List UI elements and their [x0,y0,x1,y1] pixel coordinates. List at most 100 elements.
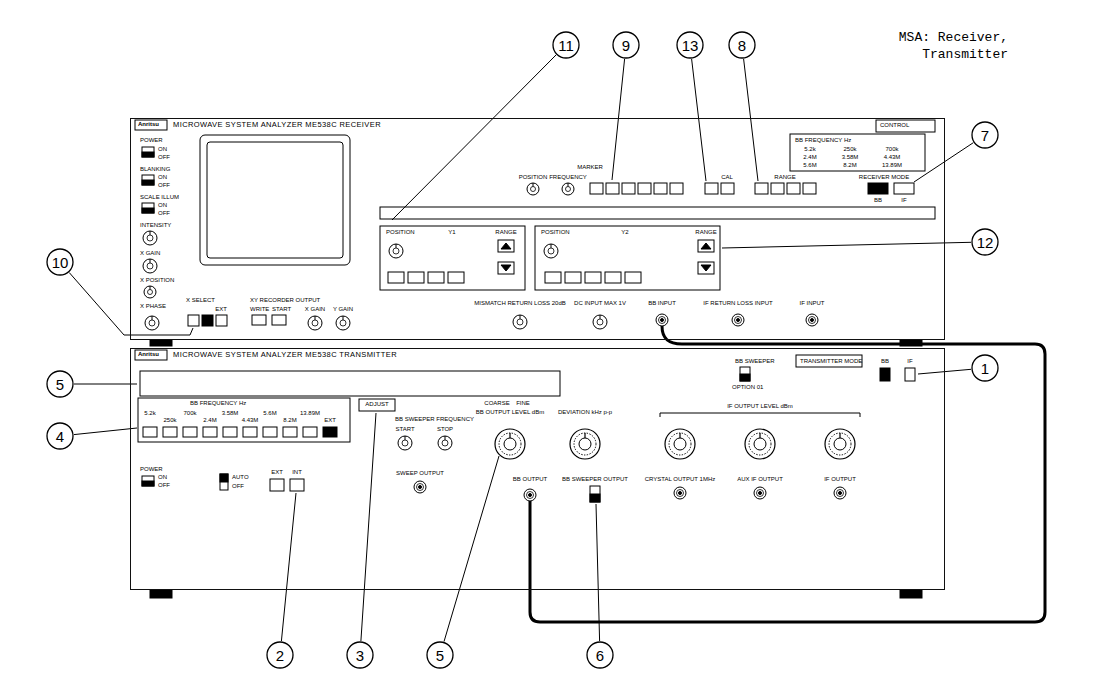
panel-label: IF INPUT [800,300,825,307]
panel-label: STOP [437,426,453,433]
mode-box [796,355,862,367]
panel-label: OFF [158,482,170,489]
figure-note: MSA: Receiver, Transmitter [890,30,1008,64]
panel-label: IF OUTPUT LEVEL dBm [727,403,793,410]
push-button [408,272,424,283]
connector [414,481,426,493]
leader-lines [69,55,973,642]
connector [806,314,818,326]
leader-line [722,242,971,248]
panel-label: 2.4M [203,417,216,424]
knob [143,231,157,245]
callout-number: 5 [426,641,454,669]
callout-number: 11 [552,31,580,59]
toggle-switch [220,474,228,482]
push-button [585,272,601,283]
callout-number: 1 [981,361,989,376]
panel-label: OFF [158,182,170,189]
knob [308,316,322,330]
panel-label: ADJUST [365,401,388,408]
panel-label: 2.4M [803,154,816,161]
panel-label: 13.89M [300,410,320,417]
push-button [203,427,217,437]
panel-label: 4.43M [884,154,901,161]
panel-label: X SELECT [186,297,215,304]
push-button [755,183,768,194]
knob [527,183,539,195]
panel-label: WRITE [250,306,269,313]
panel-label: EXT [271,469,283,476]
brand-name: Anritsu [138,121,159,128]
crt-graticule [207,142,343,258]
y2-section [535,226,720,290]
panel-label: RANGE [495,229,516,236]
connector [754,487,766,499]
cable [530,326,1045,622]
large-knob [495,429,525,459]
callout-number: 7 [971,121,999,149]
callout-number: 5 [46,370,74,398]
knob [438,436,452,450]
push-button [565,272,581,283]
panel-label: RANGE [695,229,716,236]
panel-label: IF [907,358,912,365]
panel-label: 3.58M [222,410,239,417]
panel-label: X GAIN [140,250,160,257]
push-button [605,272,621,283]
toggle-switch [740,374,750,381]
knob [143,259,157,273]
panel-label: RECEIVER MODE [859,174,909,181]
panel-label: DC INPUT MAX 1V [574,300,626,307]
callout-number: 6 [596,648,604,663]
panel-label: BB [874,197,882,204]
panel-label: AUTO [232,474,249,481]
knob [398,436,412,450]
leader-line [74,428,137,435]
panel-label: IF [901,197,906,204]
callout-number: 9 [622,38,630,53]
push-button [654,183,667,194]
knob [544,244,558,258]
push-button [223,427,237,437]
panel-label: POSITION [386,229,415,236]
toggle-switch [142,481,154,486]
push-button [428,272,444,283]
callout-circle [47,423,73,449]
panel-label: START [395,426,414,433]
panel-label: BB INPUT [648,300,676,307]
push-button [590,183,603,194]
panel-label: 700k [885,146,898,153]
panel-label: BB SWEEPER OUTPUT [562,476,628,483]
callout-circle [587,642,613,668]
callout-number: 7 [981,128,989,143]
panel-label: OFF [158,154,170,161]
panel-label: 5.6M [803,162,816,169]
panel-label: OPTION 01 [732,384,763,391]
panel-label: CRYSTAL OUTPUT 1MHz [645,476,715,483]
push-button [188,315,199,326]
frequency-box [138,398,350,442]
panel-label: POSITION [519,174,548,181]
leader-line [69,273,193,336]
adjust-box [359,399,395,411]
panel-label: CAL [721,174,733,181]
push-button [216,315,227,326]
callout-number: 2 [266,641,294,669]
push-button [252,315,266,325]
callout-number: 5 [436,648,444,663]
callout-number: 2 [276,648,284,663]
push-button [448,272,464,283]
push-button [283,427,297,437]
toggle-switch [142,180,154,185]
callout-circle [613,32,639,58]
push-button [545,272,561,283]
display-window [140,371,560,396]
panel-label: RANGE [774,174,795,181]
panel-label: POWER [140,137,163,144]
large-knob [745,429,775,459]
panel-label: BB OUTPUT [513,476,547,483]
callout-circle [972,229,998,255]
panel-label: ON [158,174,167,181]
callout-circle [729,32,755,58]
push-button [625,272,641,283]
